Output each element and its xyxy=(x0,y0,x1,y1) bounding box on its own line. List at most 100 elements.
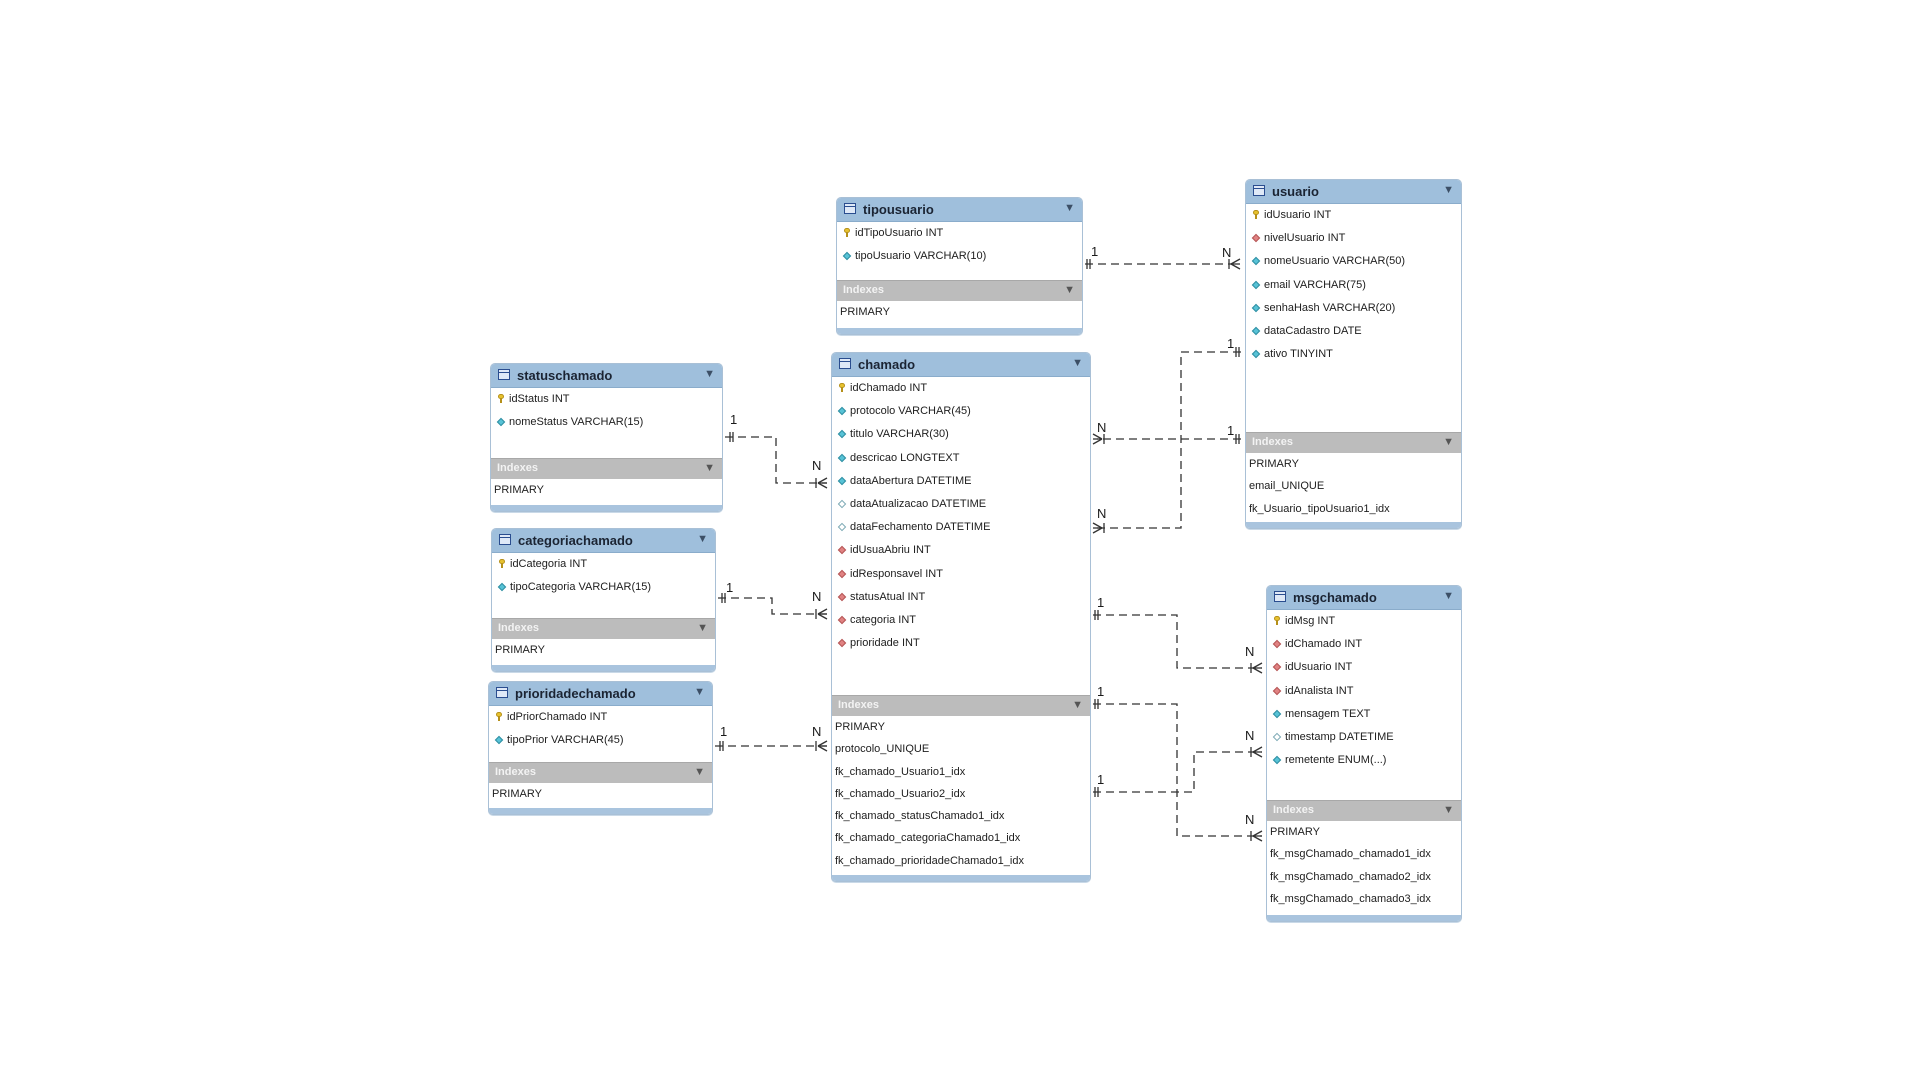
indexes-header[interactable]: Indexes▼ xyxy=(832,695,1090,716)
index-row[interactable]: PRIMARY xyxy=(832,716,1090,738)
column-row[interactable]: idChamado INT xyxy=(832,377,1090,400)
collapse-toggle-icon[interactable]: ▼ xyxy=(694,686,705,698)
column-row[interactable]: nomeStatus VARCHAR(15) xyxy=(491,411,722,434)
column-row[interactable]: nomeUsuario VARCHAR(50) xyxy=(1246,250,1461,273)
column-row[interactable]: idResponsavel INT xyxy=(832,563,1090,586)
column-row[interactable]: idAnalista INT xyxy=(1267,680,1461,703)
indexes-header[interactable]: Indexes▼ xyxy=(1246,432,1461,453)
column-row[interactable]: protocolo VARCHAR(45) xyxy=(832,400,1090,423)
column-row[interactable]: categoria INT xyxy=(832,609,1090,632)
table-footer xyxy=(832,875,1090,881)
index-row[interactable]: protocolo_UNIQUE xyxy=(832,738,1090,760)
index-row[interactable]: fk_chamado_statusChamado1_idx xyxy=(832,805,1090,827)
collapse-toggle-icon[interactable]: ▼ xyxy=(697,533,708,545)
column-row[interactable]: titulo VARCHAR(30) xyxy=(832,423,1090,446)
column-row[interactable]: dataAbertura DATETIME xyxy=(832,470,1090,493)
indexes-header[interactable]: Indexes▼ xyxy=(489,762,712,783)
index-row[interactable]: fk_chamado_Usuario1_idx xyxy=(832,761,1090,783)
primary-key-icon xyxy=(839,383,845,392)
indexes-header[interactable]: Indexes▼ xyxy=(491,458,722,479)
column-label: idResponsavel INT xyxy=(850,567,943,580)
indexes-header[interactable]: Indexes▼ xyxy=(837,280,1082,301)
column-row[interactable]: idStatus INT xyxy=(491,388,722,411)
column-row[interactable]: mensagem TEXT xyxy=(1267,703,1461,726)
index-row[interactable]: PRIMARY xyxy=(491,479,722,501)
column-row[interactable]: prioridade INT xyxy=(832,632,1090,655)
collapse-toggle-icon[interactable]: ▼ xyxy=(704,368,715,380)
collapse-toggle-icon[interactable]: ▼ xyxy=(1072,699,1083,711)
index-row[interactable]: fk_Usuario_tipoUsuario1_idx xyxy=(1246,498,1461,520)
column-row[interactable]: idTipoUsuario INT xyxy=(837,222,1082,245)
table-header[interactable]: prioridadechamado▼ xyxy=(489,682,712,706)
column-row[interactable]: idChamado INT xyxy=(1267,633,1461,656)
collapse-toggle-icon[interactable]: ▼ xyxy=(1064,284,1075,296)
column-row[interactable]: dataFechamento DATETIME xyxy=(832,516,1090,539)
column-row[interactable]: tipoUsuario VARCHAR(10) xyxy=(837,245,1082,268)
index-row[interactable]: email_UNIQUE xyxy=(1246,475,1461,497)
column-label: dataAbertura DATETIME xyxy=(850,474,972,487)
index-row[interactable]: PRIMARY xyxy=(1267,821,1461,843)
index-row[interactable]: PRIMARY xyxy=(837,301,1082,323)
index-row[interactable]: PRIMARY xyxy=(1246,453,1461,475)
foreign-key-icon xyxy=(837,638,847,648)
index-row[interactable]: PRIMARY xyxy=(492,639,715,661)
column-label: idUsuaAbriu INT xyxy=(850,544,931,557)
cardinality-from-label: 1 xyxy=(1097,684,1105,699)
table-name: tipousuario xyxy=(863,202,934,217)
table-header[interactable]: categoriachamado▼ xyxy=(492,529,715,553)
collapse-toggle-icon[interactable]: ▼ xyxy=(1443,804,1454,816)
column-row[interactable]: idPriorChamado INT xyxy=(489,706,712,729)
crowfoot-mark xyxy=(817,613,828,620)
not-null-column-icon xyxy=(837,476,847,485)
index-row[interactable]: fk_chamado_categoriaChamado1_idx xyxy=(832,827,1090,849)
table-header[interactable]: usuario▼ xyxy=(1246,180,1461,204)
column-row[interactable]: remetente ENUM(...) xyxy=(1267,749,1461,772)
collapse-toggle-icon[interactable]: ▼ xyxy=(1443,436,1454,448)
collapse-toggle-icon[interactable]: ▼ xyxy=(1443,590,1454,602)
column-row[interactable]: tipoPrior VARCHAR(45) xyxy=(489,729,712,752)
column-row[interactable]: nivelUsuario INT xyxy=(1246,227,1461,250)
table-header[interactable]: chamado▼ xyxy=(832,353,1090,377)
indexes-header[interactable]: Indexes▼ xyxy=(1267,800,1461,821)
column-row[interactable]: statusAtual INT xyxy=(832,586,1090,609)
collapse-toggle-icon[interactable]: ▼ xyxy=(704,462,715,474)
index-row[interactable]: fk_chamado_prioridadeChamado1_idx xyxy=(832,850,1090,872)
index-row[interactable]: fk_msgChamado_chamado2_idx xyxy=(1267,866,1461,888)
indexes-header[interactable]: Indexes▼ xyxy=(492,618,715,639)
collapse-toggle-icon[interactable]: ▼ xyxy=(694,766,705,778)
column-row[interactable]: senhaHash VARCHAR(20) xyxy=(1246,297,1461,320)
collapse-toggle-icon[interactable]: ▼ xyxy=(1072,357,1083,369)
column-row[interactable]: tipoCategoria VARCHAR(15) xyxy=(492,576,715,599)
table-header[interactable]: tipousuario ▼ xyxy=(837,198,1082,222)
column-row[interactable]: idUsuaAbriu INT xyxy=(832,539,1090,562)
column-row[interactable]: dataAtualizacao DATETIME xyxy=(832,493,1090,516)
index-row[interactable]: fk_chamado_Usuario2_idx xyxy=(832,783,1090,805)
crowfoot-mark xyxy=(1092,433,1103,440)
table-header[interactable]: msgchamado▼ xyxy=(1267,586,1461,610)
column-row[interactable]: dataCadastro DATE xyxy=(1246,320,1461,343)
index-row[interactable]: fk_msgChamado_chamado3_idx xyxy=(1267,888,1461,910)
column-row[interactable]: timestamp DATETIME xyxy=(1267,726,1461,749)
column-row[interactable]: idUsuario INT xyxy=(1267,656,1461,679)
crowfoot-mark xyxy=(1252,830,1263,837)
collapse-toggle-icon[interactable]: ▼ xyxy=(1064,202,1075,214)
index-row[interactable]: fk_msgChamado_chamado1_idx xyxy=(1267,843,1461,865)
table-header[interactable]: statuschamado▼ xyxy=(491,364,722,388)
column-row[interactable]: email VARCHAR(75) xyxy=(1246,274,1461,297)
collapse-toggle-icon[interactable]: ▼ xyxy=(1443,184,1454,196)
column-row[interactable]: idCategoria INT xyxy=(492,553,715,576)
column-row[interactable]: idMsg INT xyxy=(1267,610,1461,633)
collapse-toggle-icon[interactable]: ▼ xyxy=(697,622,708,634)
column-row[interactable]: idUsuario INT xyxy=(1246,204,1461,227)
column-row[interactable]: descricao LONGTEXT xyxy=(832,447,1090,470)
column-row[interactable]: ativo TINYINT xyxy=(1246,343,1461,366)
index-row[interactable]: PRIMARY xyxy=(489,783,712,805)
